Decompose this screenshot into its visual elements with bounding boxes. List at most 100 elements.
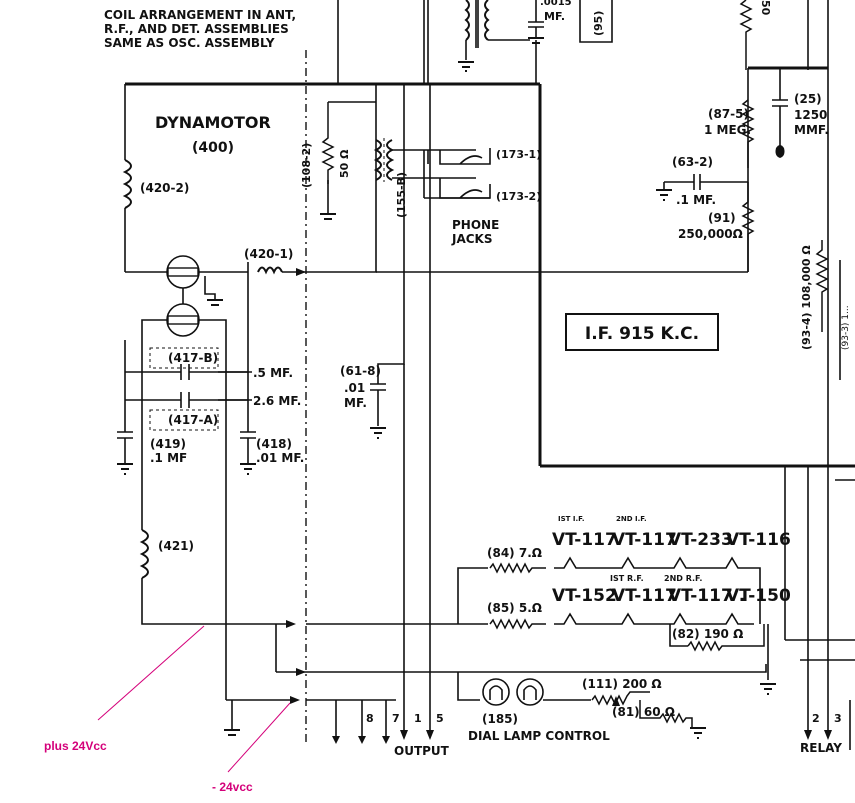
- tube-vt116: VT-116: [726, 530, 791, 550]
- label-25: (25): [794, 92, 822, 106]
- tube-vt233: VT-233: [668, 530, 733, 550]
- label-1meg: 1 MEG.: [704, 123, 751, 137]
- top-cap-mf: MF.: [544, 10, 565, 23]
- label-420-2: (420-2): [140, 181, 189, 195]
- capacitor-25: [772, 68, 788, 150]
- top-transformer: [458, 0, 530, 72]
- label-81: (81) 60 Ω: [612, 705, 675, 719]
- label-87-5: (87-5): [708, 107, 749, 121]
- resistor-87-5: [741, 99, 755, 168]
- resistor-108-2: [321, 102, 335, 184]
- label-420-1: (420-1): [244, 247, 293, 261]
- label-417-a: (417-A): [168, 413, 218, 427]
- label-173-2: (173-2): [496, 190, 541, 203]
- label-ist-if: IST I.F.: [558, 515, 585, 523]
- capacitor-block-417-b: [149, 347, 219, 369]
- top-box: [579, 0, 613, 43]
- label-85: (85) 5.Ω: [487, 601, 542, 615]
- header-note-line-1: COIL ARRANGEMENT IN ANT,: [104, 8, 296, 22]
- tube-vt150: VT-150: [726, 586, 791, 606]
- capacitor-418: [240, 400, 256, 464]
- label-417-b: (417-B): [168, 351, 218, 365]
- transformer-155-b: [373, 139, 382, 181]
- label-418: (418): [256, 437, 292, 451]
- terminal-8: 8: [366, 712, 374, 725]
- choke-420-1: [257, 266, 283, 275]
- capacitor-63-2: [664, 174, 748, 190]
- dynamotor-number: (400): [192, 140, 234, 156]
- tube-vt117-a: VT-117: [552, 530, 617, 550]
- annotation-plus-pointer: [97, 625, 205, 721]
- val-01-mf: MF.: [344, 396, 367, 410]
- if-frequency-label: I.F. 915 K.C.: [585, 324, 699, 344]
- label-50-ohm: 50 Ω: [338, 149, 351, 178]
- top-right-resistor: [739, 0, 753, 70]
- resistor-81: [639, 700, 693, 728]
- label-419: (419): [150, 437, 186, 451]
- dynamotor-title: DYNAMOTOR: [155, 113, 271, 132]
- tube-vt117-b: VT-117: [612, 530, 677, 550]
- val-418: .01 MF.: [256, 451, 304, 465]
- val-01: .01: [344, 381, 365, 395]
- label-91: (91): [708, 211, 736, 225]
- label-421: (421): [158, 539, 194, 553]
- top-right-50: 50: [759, 0, 772, 16]
- capacitor-block-417-a: [149, 409, 219, 431]
- dial-lamp-1: [482, 678, 510, 706]
- terminal-3: 3: [834, 712, 842, 725]
- tube-vt117-c: VT-117: [612, 586, 677, 606]
- terminal-5: 5: [436, 712, 444, 725]
- header-note-line-3: SAME AS OSC. ASSEMBLY: [104, 36, 275, 50]
- val-63-2: .1 MF.: [676, 193, 716, 207]
- resistor-91: [741, 182, 755, 272]
- label-dial-lamp-control: DIAL LAMP CONTROL: [468, 729, 610, 743]
- phone-jack-173-1: [439, 148, 491, 165]
- capacitor-61-8: [370, 84, 405, 426]
- label-2nd-rf: 2ND R.F.: [664, 574, 702, 583]
- label-61-8: (61-8): [340, 364, 381, 378]
- resistor-82: [687, 624, 765, 652]
- resistor-111: [591, 691, 650, 706]
- tube-vt117-d: VT-117 .: [668, 586, 745, 606]
- header-note-line-2: R.F., AND DET. ASSEMBLIES: [104, 22, 289, 36]
- top-capacitor: [528, 0, 544, 37]
- label-93-4: (93-4) 108,000 Ω: [800, 245, 813, 350]
- label-relay: RELAY: [800, 741, 842, 755]
- val-26mf: 2.6 MF.: [253, 394, 301, 408]
- label-185: (185): [482, 712, 518, 726]
- if-frequency-box: [565, 313, 719, 351]
- val-5mf: .5 MF.: [253, 366, 293, 380]
- label-phone: PHONE: [452, 218, 499, 232]
- annotation-plus-24v: plus 24Vcc: [44, 739, 107, 753]
- terminal-1: 1: [414, 712, 422, 725]
- label-111: (111) 200 Ω: [582, 677, 662, 691]
- val-1250: 1250: [794, 108, 827, 122]
- dial-lamp-2: [516, 678, 544, 706]
- val-419: .1 MF: [150, 451, 187, 465]
- label-jacks: JACKS: [451, 232, 493, 246]
- filament-string-top: [457, 567, 488, 624]
- label-173-1: (173-1): [496, 148, 541, 161]
- annotation-minus-24v: - 24vcc: [212, 780, 253, 794]
- label-63-2: (63-2): [672, 155, 713, 169]
- tube-vt152: VT-152: [552, 586, 617, 606]
- label-108-2: (108-2): [300, 143, 313, 188]
- capacitor-419: [117, 431, 133, 464]
- choke-421: [139, 529, 149, 579]
- top-res-95: (95): [592, 11, 605, 36]
- label-155-b: (155-B): [395, 172, 408, 218]
- val-91: 250,000Ω: [678, 227, 743, 241]
- label-84: (84) 7.Ω: [487, 546, 542, 560]
- resistor-93-4: [815, 240, 829, 332]
- label-edge-res: (93-3) 1...: [841, 305, 851, 350]
- val-mmf: MMF.: [794, 123, 829, 137]
- phone-jack-173-2: [439, 178, 491, 199]
- label-output: OUTPUT: [394, 744, 450, 758]
- top-cap-value: .0015: [540, 0, 572, 8]
- label-2nd-if: 2ND I.F.: [616, 515, 647, 523]
- label-ist-rf: IST R.F.: [610, 574, 644, 583]
- terminal-7: 7: [392, 712, 400, 725]
- annotation-minus-pointer: [227, 702, 291, 773]
- resistor-84: [489, 562, 546, 574]
